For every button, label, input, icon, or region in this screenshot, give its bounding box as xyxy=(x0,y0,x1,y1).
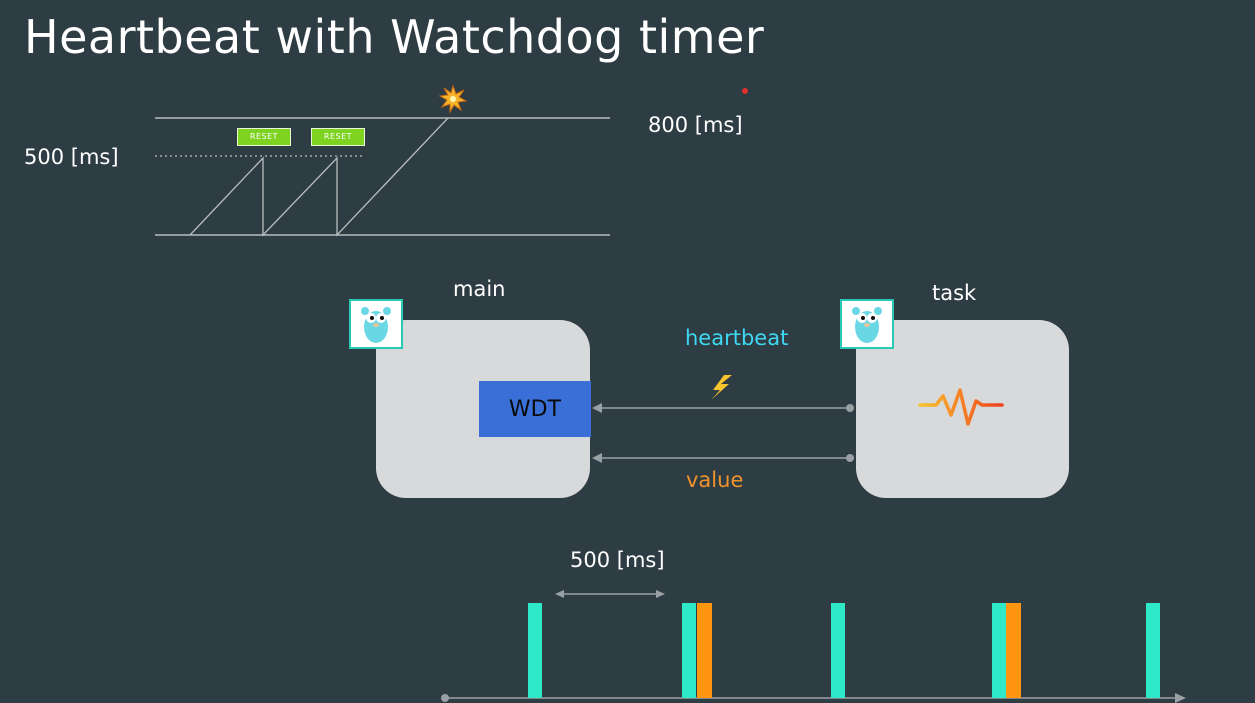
gopher-icon xyxy=(349,299,403,349)
heartbeat-pulse xyxy=(1146,603,1160,698)
main-label: main xyxy=(453,277,506,301)
task-label: task xyxy=(932,281,977,305)
interval-arrowhead-left xyxy=(555,590,564,598)
task-box xyxy=(856,320,1069,498)
value-origin-dot xyxy=(846,454,854,462)
explosion-icon xyxy=(438,84,468,114)
heartbeat-pulse xyxy=(682,603,696,698)
value-pulse xyxy=(1006,603,1021,698)
timeout-label: 800 [ms] xyxy=(648,113,743,137)
heartbeat-arrowhead xyxy=(592,403,602,413)
timeline-arrowhead xyxy=(1175,693,1186,703)
reset-badge: RESET xyxy=(237,128,291,146)
pointer-dot xyxy=(742,88,748,94)
heartbeat-pulse xyxy=(831,603,845,698)
value-label: value xyxy=(686,468,744,492)
lightning-icon xyxy=(711,375,732,400)
interval-label: 500 [ms] xyxy=(570,548,665,572)
heartbeat-origin-dot xyxy=(846,404,854,412)
reset-badge: RESET xyxy=(311,128,365,146)
heartbeat-label: heartbeat xyxy=(685,326,789,350)
heartbeat-pulse xyxy=(992,603,1006,698)
wdt-block: WDT xyxy=(479,381,591,437)
gopher-icon xyxy=(840,299,894,349)
threshold-label: 500 [ms] xyxy=(24,145,119,169)
pulse-icon xyxy=(918,388,1004,426)
slide-title: Heartbeat with Watchdog timer xyxy=(24,10,765,64)
interval-arrowhead-right xyxy=(656,590,665,598)
value-arrowhead xyxy=(592,453,602,463)
value-pulse xyxy=(697,603,712,698)
timeline-origin-dot xyxy=(441,694,449,702)
sawtooth-line xyxy=(189,117,449,237)
heartbeat-pulse xyxy=(528,603,542,698)
